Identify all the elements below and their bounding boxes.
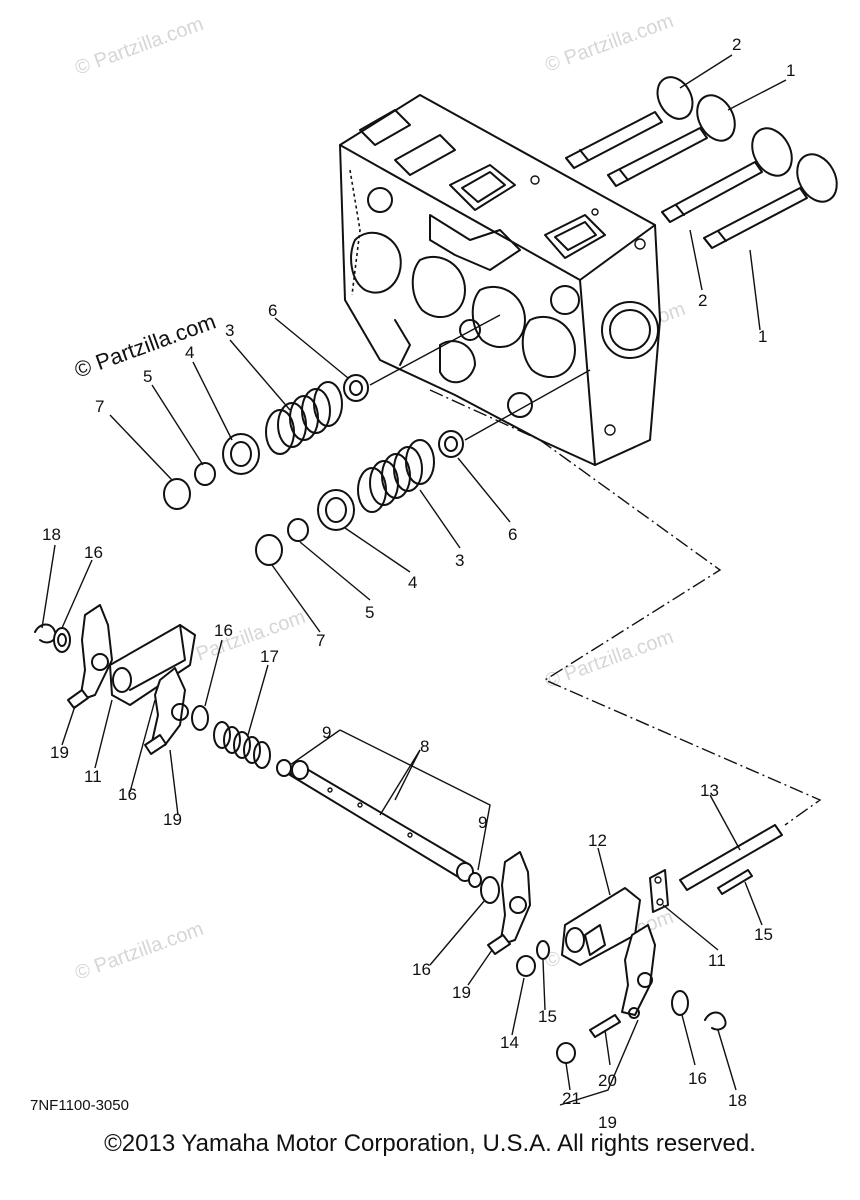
callout-16: 16 xyxy=(214,621,233,640)
washer xyxy=(536,940,550,960)
callout-2: 2 xyxy=(698,291,707,310)
callout-16: 16 xyxy=(688,1069,707,1088)
callout-18: 18 xyxy=(728,1091,747,1110)
watermark: © Partzilla.com xyxy=(72,918,206,985)
callout-16: 16 xyxy=(84,543,103,562)
callouts: 2 1 2 1 3 6 4 5 7 6 3 4 5 7 18 16 16 17 … xyxy=(42,35,795,1132)
callout-16: 16 xyxy=(412,960,431,979)
valve-spring xyxy=(357,439,435,513)
cylinder-head xyxy=(339,94,661,466)
callout-19: 19 xyxy=(50,743,69,762)
plug xyxy=(276,759,292,777)
valve-stem-seal xyxy=(343,374,369,402)
callout-12: 13 xyxy=(700,781,719,800)
watermark: © Partzilla.com xyxy=(72,13,206,80)
spring-retainer xyxy=(317,489,355,531)
callout-11: 11 xyxy=(84,767,102,786)
callout-8: 8 xyxy=(420,737,429,756)
callout-19: 19 xyxy=(598,1113,617,1132)
adjusting-screw xyxy=(67,689,89,709)
valve-spring xyxy=(265,381,343,455)
callout-9: 9 xyxy=(322,723,331,742)
rocker-arm xyxy=(621,924,656,1016)
callout-9: 9 xyxy=(478,813,487,832)
dowel-pin xyxy=(717,869,753,895)
watermark: © Partzilla.com xyxy=(542,626,676,693)
leader-lines xyxy=(41,54,787,1106)
callout-1: 1 xyxy=(786,61,795,80)
valve-train-lower xyxy=(255,369,591,566)
valves xyxy=(565,76,838,249)
valve-lifter xyxy=(163,478,191,510)
washer xyxy=(53,627,71,653)
callout-18: 18 xyxy=(42,525,61,544)
valve-cotter xyxy=(287,518,309,542)
valve-exhaust-upper xyxy=(565,76,694,169)
reference-line xyxy=(539,439,822,826)
callout-3: 3 xyxy=(455,551,464,570)
adjusting-screw xyxy=(589,1014,621,1038)
callout-6: 6 xyxy=(508,525,517,544)
valve-cotter xyxy=(194,462,216,486)
callout-13: 14 xyxy=(500,1033,519,1052)
rocker-assembly-left xyxy=(34,604,482,888)
callout-6: 6 xyxy=(268,301,277,320)
circlip xyxy=(34,623,57,644)
callout-16: 16 xyxy=(118,785,137,804)
callout-10: 11 xyxy=(708,951,726,970)
callout-7: 7 xyxy=(316,631,325,650)
diagram-code: 7NF1100-3050 xyxy=(30,1097,129,1114)
rocker-spring xyxy=(213,721,271,769)
callout-15: 15 xyxy=(754,925,773,944)
callout-2: 2 xyxy=(732,35,741,54)
callout-19: 19 xyxy=(452,983,471,1002)
adjusting-screw xyxy=(487,934,511,955)
callout-4: 4 xyxy=(408,573,417,592)
callout-4: 4 xyxy=(185,343,194,362)
washer xyxy=(480,876,500,904)
watermark: © Partzilla.com xyxy=(542,10,676,77)
rocker-assembly-right xyxy=(480,824,783,1064)
valve-intake-upper xyxy=(607,94,736,187)
valve-exhaust-lower xyxy=(661,127,793,223)
lock-nut xyxy=(556,1042,576,1064)
valve-lifter xyxy=(255,534,283,566)
callout-21: 21 xyxy=(562,1089,581,1108)
callout-14: 15 xyxy=(538,1007,557,1026)
callout-11: 12 xyxy=(588,831,607,850)
valve-intake-lower xyxy=(703,153,838,249)
callout-1: 1 xyxy=(758,327,767,346)
spring-retainer xyxy=(222,433,260,475)
callout-17: 17 xyxy=(260,647,279,666)
gasket xyxy=(649,869,669,913)
adjusting-screw xyxy=(144,734,167,755)
valve-stem-seal xyxy=(438,430,464,458)
callout-7: 7 xyxy=(95,397,104,416)
callout-5: 5 xyxy=(143,367,152,386)
callout-20: 20 xyxy=(598,1071,617,1090)
plug xyxy=(468,872,482,888)
valve-train-upper xyxy=(163,314,501,510)
washer xyxy=(671,990,689,1016)
copyright-footer: ©2013 Yamaha Motor Corporation, U.S.A. A… xyxy=(104,1130,756,1157)
callout-3: 3 xyxy=(225,321,234,340)
lock-nut xyxy=(516,955,536,977)
callout-5: 5 xyxy=(365,603,374,622)
stud-bolt xyxy=(679,824,783,891)
callout-19: 19 xyxy=(163,810,182,829)
circlip xyxy=(704,1011,727,1031)
rocker-arm xyxy=(79,604,113,701)
washer xyxy=(191,705,209,731)
